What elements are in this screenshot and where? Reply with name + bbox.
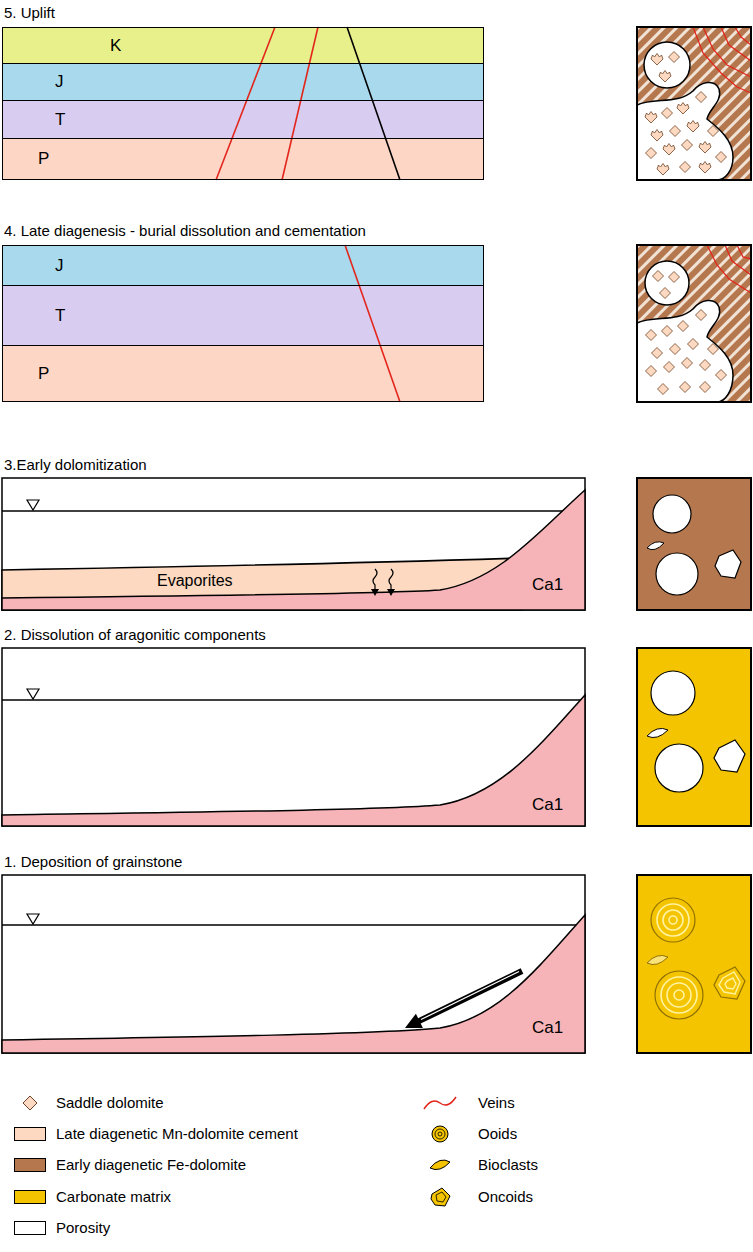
unit-label: Ca1 <box>532 795 563 815</box>
stage-title: 1. Deposition of grainstone <box>4 853 182 870</box>
layer-letter: T <box>55 110 65 130</box>
rock-layer-band: K <box>2 27 484 64</box>
legend-text: Veins <box>478 1094 515 1111</box>
rock-layer-band: P <box>2 345 484 402</box>
layer-letter: P <box>38 149 49 169</box>
layer-label: Evaporites <box>157 572 233 590</box>
rock-layer-band: P <box>2 138 484 180</box>
layer-letter: P <box>38 364 49 384</box>
layer-letter: J <box>55 256 64 276</box>
stage-title: 4. Late diagenesis - burial dissolution … <box>4 222 366 239</box>
rock-layer-band: J <box>2 63 484 101</box>
legend-text: Late diagenetic Mn-dolomite cement <box>56 1125 298 1142</box>
legend-text: Ooids <box>478 1125 517 1142</box>
legend-text: Bioclasts <box>478 1156 538 1173</box>
legend-text: Early diagenetic Fe-dolomite <box>56 1156 246 1173</box>
unit-label: Ca1 <box>532 575 563 595</box>
layer-letter: J <box>55 72 64 92</box>
legend-swatch <box>14 1221 46 1235</box>
legend-text: Oncoids <box>478 1188 533 1205</box>
rock-layer-band: J <box>2 245 484 286</box>
stage-title: 5. Uplift <box>4 4 55 21</box>
legend-text: Carbonate matrix <box>56 1188 171 1205</box>
legend-text: Saddle dolomite <box>56 1094 164 1111</box>
layer-letter: T <box>55 306 65 326</box>
stage-title: 3.Early dolomitization <box>4 456 147 473</box>
unit-label: Ca1 <box>532 1018 563 1038</box>
layer-letter: K <box>110 36 121 56</box>
legend-text: Porosity <box>56 1219 110 1236</box>
rock-layer-band: T <box>2 285 484 346</box>
legend-swatch <box>14 1158 46 1172</box>
legend-swatch <box>14 1127 46 1141</box>
stage-title: 2. Dissolution of aragonitic components <box>4 626 266 643</box>
rock-layer-band: T <box>2 100 484 139</box>
legend-swatch <box>14 1190 46 1204</box>
